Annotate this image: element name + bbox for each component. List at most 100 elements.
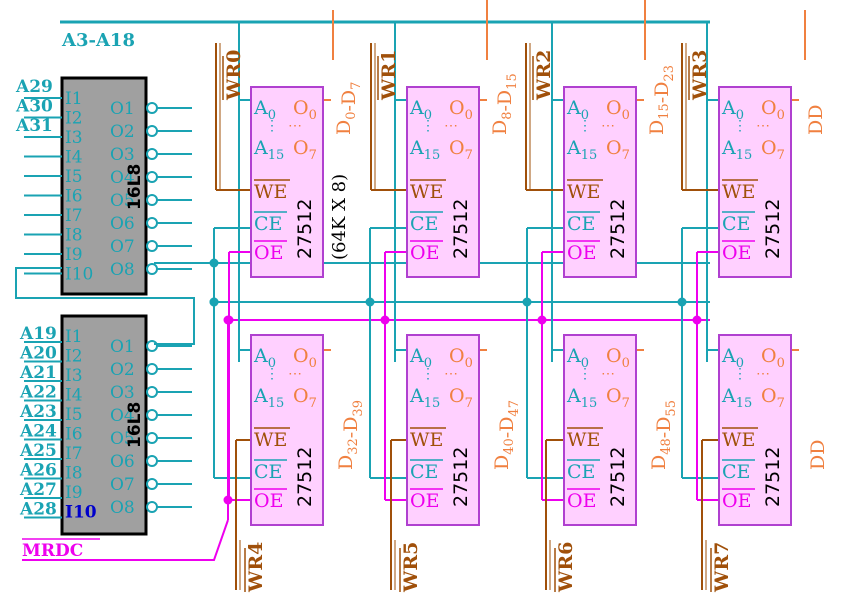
pin-dots: ⋯ xyxy=(288,366,302,382)
pal-chip: I1I2I3I4I5I6I7I8I9I10O1O2O3O4O5O6O7O816L… xyxy=(60,314,192,536)
pin-o0: O0 xyxy=(761,97,785,123)
pal-input-label: I8 xyxy=(65,464,83,484)
pal-output-label: O2 xyxy=(110,122,135,142)
data-label-group: D40-D47 xyxy=(491,400,522,470)
wr-label: WR1 xyxy=(378,50,400,101)
chip-body xyxy=(718,86,792,278)
wr-label-group: WR0 xyxy=(222,50,245,101)
pal-output-bubble xyxy=(146,217,158,229)
pin-oe: OE xyxy=(567,490,596,512)
pal-input-label: I1 xyxy=(65,89,83,109)
pal-output-bubble xyxy=(146,501,158,513)
chip-body xyxy=(563,86,637,278)
wr-label-group: WR2 xyxy=(532,50,555,101)
chip-body xyxy=(406,334,480,526)
wr-label-group: WR4 xyxy=(244,542,267,593)
address-label: A29 xyxy=(15,77,53,97)
pin-a15: A15 xyxy=(566,385,597,411)
pal-output-bubble xyxy=(146,363,158,375)
junction-dot xyxy=(522,297,532,307)
pin-o7: O7 xyxy=(293,385,317,411)
wr-label: WR5 xyxy=(400,542,422,593)
pal-input-label: I8 xyxy=(65,226,83,246)
data-label-group: D32-D39 xyxy=(335,400,366,470)
wr-label: WR6 xyxy=(555,542,577,593)
pin-ce: CE xyxy=(722,213,750,235)
pal-input-label: I9 xyxy=(65,245,83,265)
address-label: A25 xyxy=(19,441,57,461)
wr-label: WR0 xyxy=(223,50,245,101)
wr-label: WR2 xyxy=(533,50,555,101)
pin-dots: ⋯ xyxy=(288,118,302,134)
pal-input-label: I2 xyxy=(65,109,83,129)
pin-a0: A0 xyxy=(253,97,276,123)
pal-input-label: I5 xyxy=(65,167,83,187)
part-number-group: 27512 xyxy=(607,447,629,507)
pal-output-label: O8 xyxy=(110,260,135,280)
pin-ce: CE xyxy=(410,461,438,483)
part-number: 27512 xyxy=(294,199,316,259)
junction-dot xyxy=(365,297,375,307)
pin-we: WE xyxy=(567,181,600,203)
data-label-group: DD xyxy=(805,105,827,135)
pin-dots: ⋯ xyxy=(444,366,458,382)
pin-a15: A15 xyxy=(721,137,752,163)
pin-we: WE xyxy=(254,181,287,203)
pal-output-label: O4 xyxy=(110,168,135,188)
wr-label-group: WR5 xyxy=(399,542,422,593)
pal-output-bubble xyxy=(146,102,158,114)
pin-o7: O7 xyxy=(293,137,317,163)
pin-ce: CE xyxy=(567,461,595,483)
part-number: 27512 xyxy=(450,199,472,259)
pin-ce: CE xyxy=(722,461,750,483)
pal-output-label: O5 xyxy=(110,191,135,211)
pal-input-label: I3 xyxy=(65,366,83,386)
pin-oe: OE xyxy=(410,242,439,264)
part-number: 27512 xyxy=(450,447,472,507)
part-number-group: 27512 xyxy=(762,447,784,507)
wr-label-group: WR3 xyxy=(688,50,711,101)
pal-chip: I1I2I3I4I5I6I7I8I9I10O1O2O3O4O5O6O7O816L… xyxy=(60,76,192,296)
pin-ce: CE xyxy=(254,213,282,235)
chip-body xyxy=(250,86,324,278)
org-label: (64K X 8) xyxy=(329,174,350,260)
data-range-label: D0-D7 xyxy=(333,82,364,135)
part-number-group: 27512 xyxy=(607,199,629,259)
pal-input-label: I1 xyxy=(65,327,83,347)
part-number: 27512 xyxy=(762,199,784,259)
pal-output-bubble xyxy=(146,386,158,398)
junction-dot xyxy=(380,315,390,325)
pal-output-label: O4 xyxy=(110,406,135,426)
junction-dot xyxy=(537,315,547,325)
chip-body xyxy=(406,86,480,278)
address-label: A28 xyxy=(19,500,57,520)
data-label-group: D15-D23 xyxy=(646,65,677,135)
pal-output-label: O3 xyxy=(110,145,135,165)
address-bus-label: A3-A18 xyxy=(61,30,135,51)
address-label: A23 xyxy=(19,402,57,422)
data-label-group: D48-D55 xyxy=(648,400,679,470)
pal-output-label: O1 xyxy=(110,337,135,357)
pin-o0: O0 xyxy=(293,345,317,371)
pal-output-bubble xyxy=(146,171,158,183)
pin-a0: A0 xyxy=(566,97,589,123)
pin-a0: A0 xyxy=(566,345,589,371)
part-number-group: 27512 xyxy=(294,447,316,507)
pin-dots: ⋯ xyxy=(444,118,458,134)
part-number: 27512 xyxy=(294,447,316,507)
pin-o0: O0 xyxy=(606,345,630,371)
wr-label: WR7 xyxy=(711,542,733,593)
pin-dots: ⋯ xyxy=(601,118,615,134)
data-label-group: DD xyxy=(807,440,829,470)
pin-ce: CE xyxy=(567,213,595,235)
pal-input-label: I7 xyxy=(65,444,83,464)
address-label: A19 xyxy=(19,324,57,344)
pin-ce: CE xyxy=(254,461,282,483)
wr-label: WR3 xyxy=(689,50,711,101)
address-label: A24 xyxy=(19,422,57,442)
pal-output-label: O7 xyxy=(110,475,135,495)
wr-label-group: WR7 xyxy=(710,542,733,593)
